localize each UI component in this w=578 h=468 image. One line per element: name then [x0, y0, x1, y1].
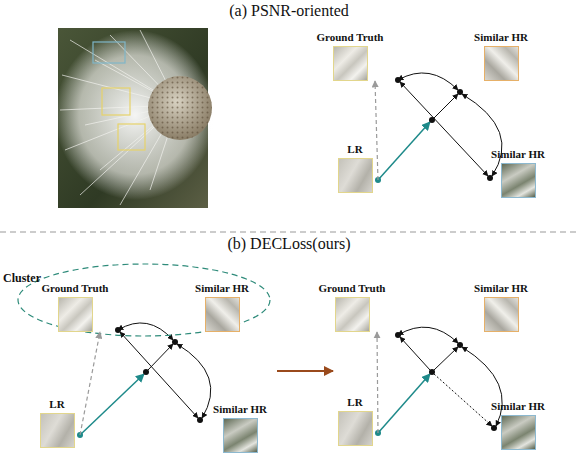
image-patch-node: LR: [34, 398, 80, 448]
seed-head-texture: [148, 76, 212, 140]
image-patch-node: Similar HR: [205, 403, 275, 453]
image-patch-node: Similar HR: [483, 148, 553, 198]
dashed-connector: [377, 332, 378, 433]
node-heading: Ground Truth: [315, 31, 385, 44]
image-patch-node: Ground Truth: [40, 282, 110, 332]
embedding-graph: [80, 323, 211, 435]
image-patch-node: Similar HR: [466, 282, 536, 332]
separator-line: [0, 232, 578, 233]
crop-box: [118, 124, 145, 150]
embedding-graph: [378, 327, 502, 433]
image-patch: [333, 46, 368, 81]
cluster-ellipse-line: [18, 264, 270, 336]
node-heading: Similar HR: [466, 282, 536, 295]
image-patch-node: LR: [332, 143, 378, 193]
image-patch: [335, 297, 370, 332]
node-heading: Similar HR: [205, 403, 275, 416]
node-heading: Ground Truth: [40, 282, 110, 295]
node-heading: Similar HR: [483, 400, 553, 413]
crop-box: [93, 42, 125, 63]
node-heading: Similar HR: [483, 148, 553, 161]
dashed-connector: [375, 81, 378, 180]
image-patch: [205, 297, 240, 332]
image-patch: [40, 413, 75, 448]
image-patch: [501, 415, 536, 450]
node-heading: LR: [332, 396, 378, 409]
image-patch: [501, 163, 536, 198]
cluster-ellipse: ClusterGround TruthSimilar HR: [16, 262, 272, 338]
image-patch-node: Ground Truth: [315, 31, 385, 81]
image-patch-node: LR: [332, 396, 378, 446]
node-heading: LR: [332, 143, 378, 156]
embedding-dots: [77, 327, 203, 438]
image-patch: [338, 158, 373, 193]
image-patch-node: Similar HR: [466, 31, 536, 81]
seed-fluff: [55, 30, 215, 200]
panel-heading: (b) DECLoss(ours): [227, 235, 350, 253]
embedding-graph: [378, 73, 502, 180]
seed-head: [148, 76, 212, 140]
cluster-label: Cluster: [3, 271, 41, 286]
node-heading: Similar HR: [187, 282, 257, 295]
embedding-dots: [375, 77, 493, 183]
image-patch: [58, 297, 93, 332]
dashed-connector: [80, 332, 100, 435]
crop-box: [102, 88, 130, 115]
node-heading: Similar HR: [466, 31, 536, 44]
image-patch-node: Ground Truth: [317, 282, 387, 332]
panel-heading: (a) PSNR-oriented: [229, 2, 349, 20]
image-patch-node: Similar HR: [187, 282, 257, 332]
image-patch: [484, 297, 519, 332]
embedding-dots: [375, 332, 497, 436]
image-patch: [223, 418, 258, 453]
node-heading: Ground Truth: [317, 282, 387, 295]
node-heading: LR: [34, 398, 80, 411]
image-patch: [338, 411, 373, 446]
image-patch-node: Similar HR: [483, 400, 553, 450]
transition-arrow: [277, 370, 333, 372]
image-patch: [484, 46, 519, 81]
